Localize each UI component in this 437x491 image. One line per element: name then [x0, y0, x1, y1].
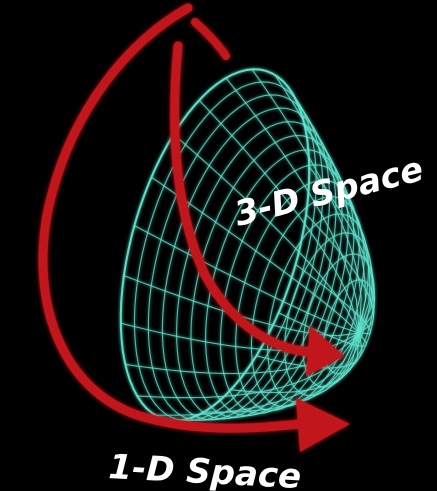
three-d-arrow-top-hook: [195, 22, 226, 56]
one-d-arrowhead: [296, 398, 350, 452]
bowl-wireframe: [121, 69, 375, 421]
one-d-space-label: 1-D Space: [108, 447, 303, 491]
mesh-ring: [135, 82, 317, 421]
three-d-space-label: 3-D Space: [231, 149, 428, 234]
